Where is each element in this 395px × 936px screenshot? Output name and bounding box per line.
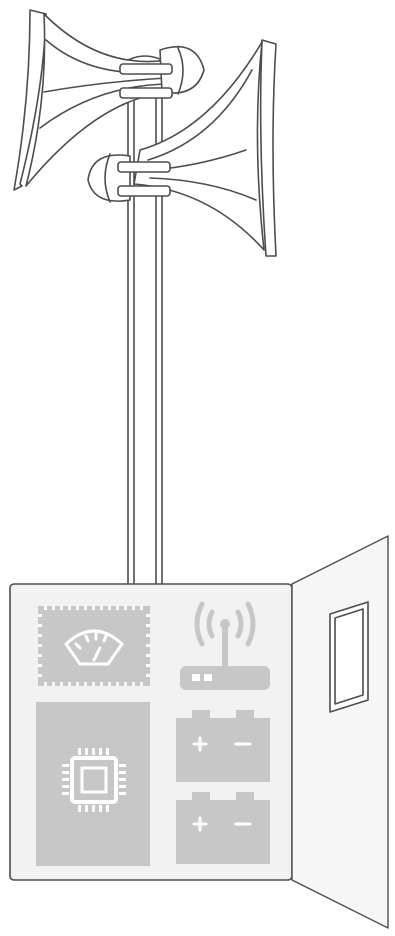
battery-icon — [176, 792, 270, 864]
cpu-module — [36, 702, 150, 866]
battery-module-2 — [176, 792, 270, 864]
battery-module-1 — [176, 710, 270, 782]
cabinet-door — [292, 536, 388, 928]
controller-module — [38, 606, 150, 686]
mast-pole — [128, 56, 162, 588]
battery-icon — [176, 710, 270, 782]
